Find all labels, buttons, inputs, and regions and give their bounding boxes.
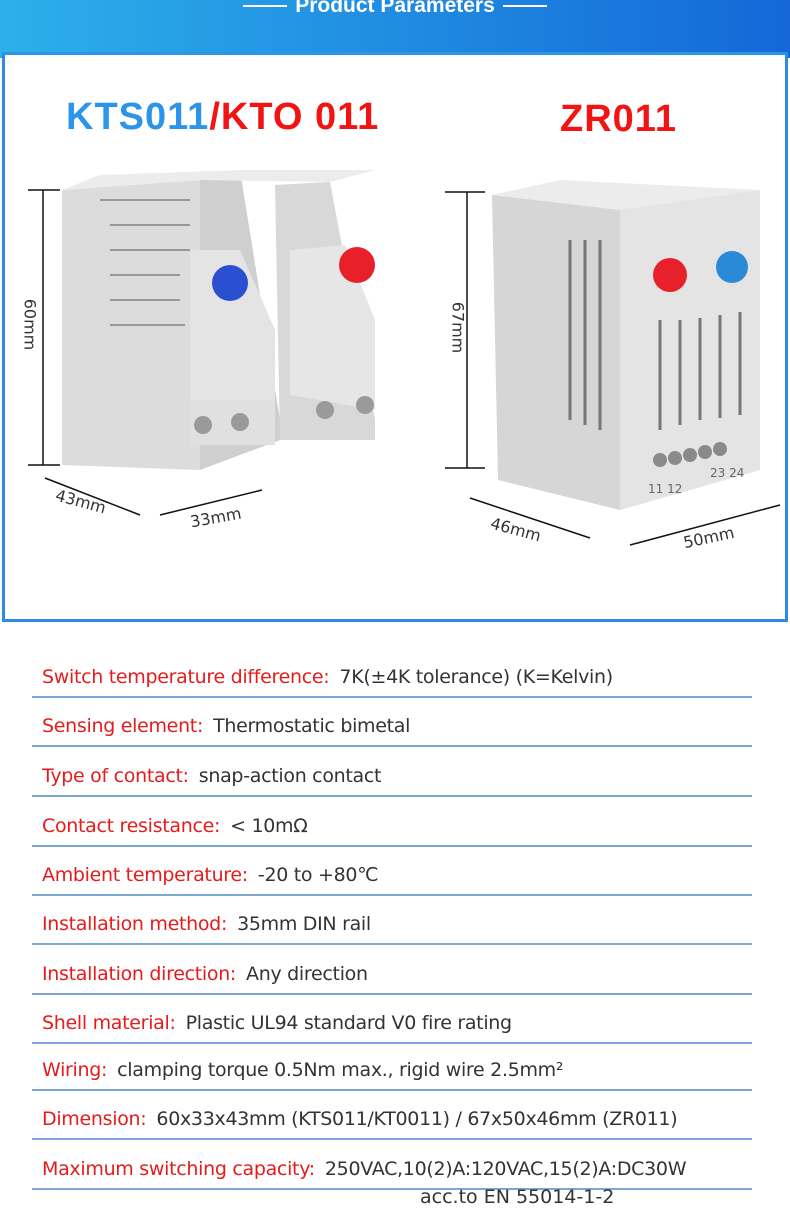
spec-value: 7K(±4K tolerance) (K=Kelvin) (339, 666, 613, 688)
spec-value: Thermostatic bimetal (213, 715, 411, 737)
dim-height-left: 60mm (20, 298, 40, 351)
spec-row: Installation direction:Any direction (32, 945, 752, 995)
spec-value: < 10mΩ (230, 815, 308, 837)
dimension-lines-right (445, 191, 781, 546)
spec-row: Type of contact:snap-action contact (32, 747, 752, 797)
spec-value: snap-action contact (198, 765, 382, 787)
header-banner: Product Parameters (0, 0, 790, 58)
spec-value: -20 to +80℃ (257, 864, 379, 886)
spec-row: Maximum switching capacity:250VAC,10(2)A… (32, 1140, 752, 1190)
spec-label: Type of contact:snap-action contact (42, 765, 382, 787)
product-illustration (28, 170, 781, 546)
spec-value: Any direction (246, 963, 368, 985)
spec-row: Switch temperature difference:7K(±4K tol… (32, 648, 752, 698)
spec-label: Maximum switching capacity:250VAC,10(2)A… (42, 1158, 687, 1180)
spec-row: Contact resistance:< 10mΩ (32, 797, 752, 847)
spec-value: clamping torque 0.5Nm max., rigid wire 2… (117, 1059, 564, 1081)
spec-row: Wiring:clamping torque 0.5Nm max., rigid… (32, 1041, 752, 1091)
model-title-left: KTS011/KTO 011 (66, 96, 380, 138)
spec-value: 250VAC,10(2)A:120VAC,15(2)A:DC30W (324, 1158, 687, 1180)
spec-label: Shell material:Plastic UL94 standard V0 … (42, 1012, 512, 1034)
terminal-label-right: 23 24 (710, 466, 745, 480)
kts011-device (62, 170, 280, 470)
spec-value: Plastic UL94 standard V0 fire rating (185, 1012, 513, 1034)
spec-row: Installation method:35mm DIN rail (32, 895, 752, 945)
spec-value: 60x33x43mm (KTS011/KT0011) / 67x50x46mm … (156, 1108, 678, 1130)
dim-height-right: 67mm (448, 301, 468, 354)
terminal-label-left: 11 12 (648, 482, 683, 496)
spec-label: Ambient temperature:-20 to +80℃ (42, 864, 379, 886)
kto011-device (200, 170, 375, 440)
header-title: Product Parameters (0, 0, 790, 18)
spec-label: Installation direction:Any direction (42, 963, 368, 985)
spec-label: Installation method:35mm DIN rail (42, 913, 371, 935)
spec-row: Dimension:60x33x43mm (KTS011/KT0011) / 6… (32, 1090, 752, 1140)
spec-label: Switch temperature difference:7K(±4K tol… (42, 666, 613, 688)
spec-label: Sensing element:Thermostatic bimetal (42, 715, 411, 737)
spec-label: Wiring:clamping torque 0.5Nm max., rigid… (42, 1059, 564, 1081)
spec-row: Shell material:Plastic UL94 standard V0 … (32, 994, 752, 1044)
spec-row: Sensing element:Thermostatic bimetal (32, 697, 752, 747)
spec-value: 35mm DIN rail (237, 913, 371, 935)
spec-row: Ambient temperature:-20 to +80℃ (32, 846, 752, 896)
tail-text: acc.to EN 55014-1-2 (420, 1186, 615, 1208)
model-title-right: ZR011 (560, 98, 677, 140)
dimension-lines-left (28, 189, 263, 516)
spec-label: Dimension:60x33x43mm (KTS011/KT0011) / 6… (42, 1108, 678, 1130)
spec-label: Contact resistance:< 10mΩ (42, 815, 308, 837)
zr011-device (492, 180, 760, 510)
